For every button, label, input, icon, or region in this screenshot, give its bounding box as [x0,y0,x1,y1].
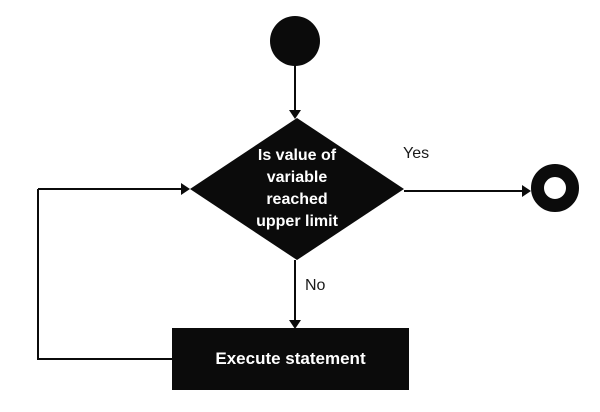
edge-decision-to-end [404,190,523,192]
edge-loop-vertical-segment [37,189,39,360]
decision-label-line: variable [266,169,328,186]
decision-label-line: reached [266,191,328,208]
decision-node: Is value of variable reached upper limit [190,118,404,260]
arrowhead-down-icon [289,110,301,119]
edge-decision-to-process [294,260,296,321]
arrowhead-right-icon [181,183,190,195]
yes-branch-label: Yes [403,145,430,163]
edge-loop-top-segment [38,188,182,190]
decision-label-line: upper limit [256,213,338,230]
no-branch-label: No [305,277,326,295]
edge-start-to-decision [294,64,296,111]
start-node-icon [270,16,320,66]
arrowhead-down-icon [289,320,301,329]
arrowhead-right-icon [522,185,531,197]
process-label: Execute statement [215,349,366,368]
edge-loop-bottom-segment [38,358,172,360]
end-node-icon [531,164,579,212]
process-node: Execute statement [172,328,409,390]
decision-label-line: Is value of [257,147,337,164]
